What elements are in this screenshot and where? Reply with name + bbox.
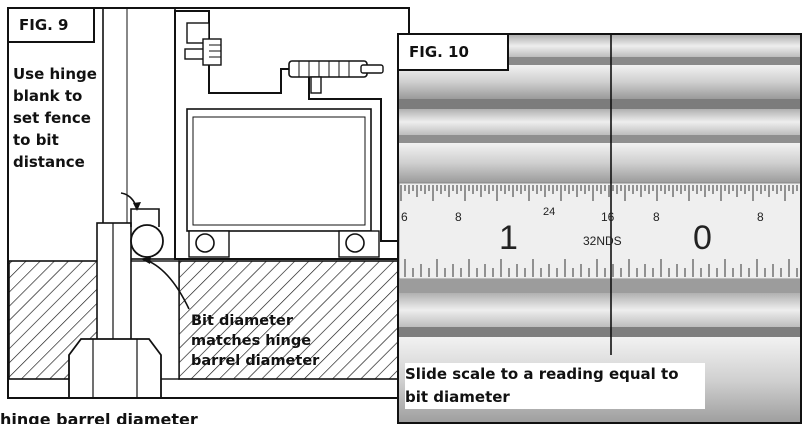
scale-unit: 32NDS <box>583 234 622 248</box>
scale-number: 8 <box>455 210 462 224</box>
scale-ticks-top <box>400 185 798 201</box>
scale-number: 8 <box>653 210 660 224</box>
caption-line: distance <box>13 153 85 171</box>
router-fence-diagram <box>9 9 408 397</box>
caption-line: barrel diameter <box>191 353 320 369</box>
slide-scale-caption: Slide scale to a reading equal to bit di… <box>405 363 705 409</box>
cropped-caption-text: hinge barrel diameter <box>0 410 198 424</box>
scale-photo: 6 8 24 16 8 8 1 0 32NDS <box>399 35 800 422</box>
caption-line: Slide scale to a reading equal to <box>405 365 679 383</box>
fig9-label: FIG. 9 <box>9 9 95 43</box>
caption-line: bit diameter <box>405 388 510 406</box>
fig10-panel: 6 8 24 16 8 8 1 0 32NDS FIG. 10 Slide sc… <box>397 33 802 424</box>
scale-number: 8 <box>757 210 764 224</box>
fig9-panel: FIG. 9 Use hinge blank to set fence to b… <box>7 7 410 399</box>
scale-number: 6 <box>401 210 408 224</box>
bit-diameter-caption: Bit diameter matches hinge barrel diamet… <box>191 311 401 371</box>
fig10-label: FIG. 10 <box>399 35 509 71</box>
caption-line: blank to <box>13 87 83 105</box>
scale-number: 24 <box>543 206 555 218</box>
scale-number: 16 <box>601 210 615 224</box>
caption-line: set fence <box>13 109 91 127</box>
caption-line: Use hinge <box>13 65 97 83</box>
fence-distance-caption: Use hinge blank to set fence to bit dist… <box>13 63 113 173</box>
caption-line: to bit <box>13 131 59 149</box>
scale-ticks-bottom <box>404 259 798 277</box>
scale-number-large: 0 <box>693 219 712 257</box>
scale-number-large: 1 <box>499 219 518 257</box>
caption-line: Bit diameter <box>191 313 293 329</box>
caption-line: matches hinge <box>191 333 312 349</box>
